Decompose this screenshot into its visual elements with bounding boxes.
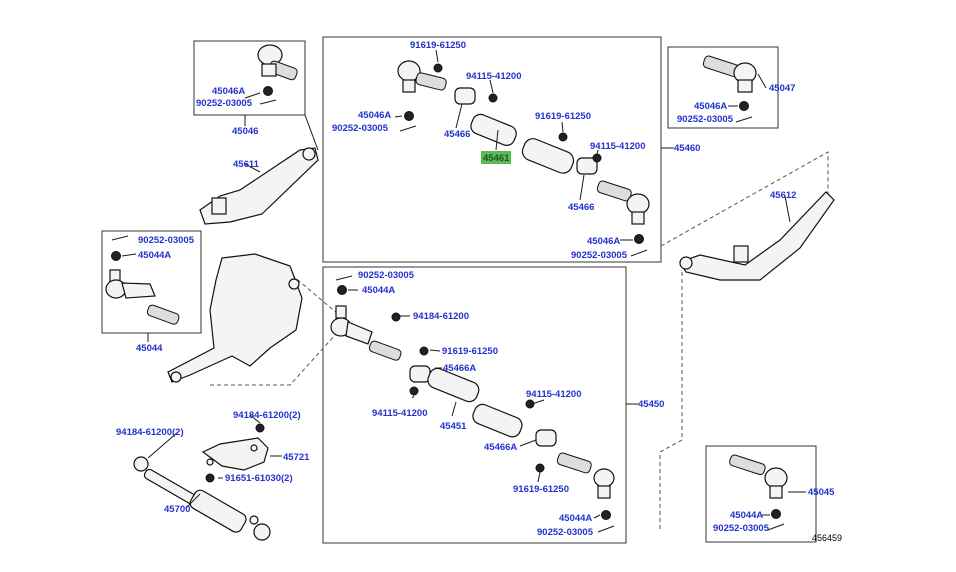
dash-line-gearbox-2 xyxy=(210,333,337,386)
label-91619-61250[interactable]: 91619-61250 xyxy=(513,484,569,495)
label-45466A[interactable]: 45466A xyxy=(443,363,476,374)
steering-gear-box xyxy=(167,253,303,383)
label-45046A[interactable]: 45046A xyxy=(358,110,391,121)
label-45045[interactable]: 45045 xyxy=(808,487,835,498)
tie-rod-end-45045 xyxy=(729,454,788,531)
diagram-id: 456459 xyxy=(812,533,842,543)
label-45044A[interactable]: 45044A xyxy=(559,513,592,524)
label-94115-41200[interactable]: 94115-41200 xyxy=(590,141,645,152)
label-91619-61250[interactable]: 91619-61250 xyxy=(410,40,466,51)
label-45046A[interactable]: 45046A xyxy=(587,236,620,247)
label-90252-03005[interactable]: 90252-03005 xyxy=(571,250,628,261)
label-94184-61200-2[interactable]: 94184-61200(2) xyxy=(233,410,301,421)
label-45461[interactable]: 45461 xyxy=(483,153,510,164)
label-45044[interactable]: 45044 xyxy=(136,343,163,354)
label-94115-41200[interactable]: 94115-41200 xyxy=(526,389,581,400)
label-45046[interactable]: 45046 xyxy=(232,126,258,137)
label-91651-61030-2[interactable]: 91651-61030(2) xyxy=(225,473,293,484)
dash-line-gearbox xyxy=(291,274,339,315)
label-45044A[interactable]: 45044A xyxy=(730,510,763,521)
label-45700[interactable]: 45700 xyxy=(164,504,190,515)
label-94184-61200-2[interactable]: 94184-61200(2) xyxy=(116,427,184,438)
dash-line-45612 xyxy=(660,151,829,247)
label-90252-03005[interactable]: 90252-03005 xyxy=(677,114,734,125)
tie-rod-end-45046 xyxy=(257,44,298,105)
label-94115-41200[interactable]: 94115-41200 xyxy=(372,408,427,419)
box-45044 xyxy=(101,230,202,334)
label-45612[interactable]: 45612 xyxy=(770,190,796,201)
label-45046A[interactable]: 45046A xyxy=(694,101,727,112)
highlight-45461 xyxy=(481,151,511,164)
label-45047[interactable]: 45047 xyxy=(769,83,795,94)
box-45047 xyxy=(667,46,779,129)
box-45450 xyxy=(322,266,627,544)
label-45466[interactable]: 45466 xyxy=(568,202,594,213)
label-45611[interactable]: 45611 xyxy=(233,159,260,170)
tie-rod-assembly-45450 xyxy=(330,275,615,533)
part-labels: 91619-61250 94115-41200 45046A 90252-030… xyxy=(116,40,835,538)
label-45466A[interactable]: 45466A xyxy=(484,442,517,453)
dash-line-45612-lower xyxy=(659,272,683,532)
label-90252-03005[interactable]: 90252-03005 xyxy=(196,98,253,109)
label-90252-03005[interactable]: 90252-03005 xyxy=(138,235,195,246)
steering-damper-45700 xyxy=(133,456,271,541)
knuckle-arm-45612 xyxy=(679,191,835,281)
label-45450[interactable]: 45450 xyxy=(638,399,664,410)
label-90252-03005[interactable]: 90252-03005 xyxy=(713,523,770,534)
label-94184-61200[interactable]: 94184-61200 xyxy=(413,311,469,322)
label-45460[interactable]: 45460 xyxy=(674,143,700,154)
label-45044A[interactable]: 45044A xyxy=(138,250,171,261)
label-90252-03005[interactable]: 90252-03005 xyxy=(537,527,594,538)
label-90252-03005[interactable]: 90252-03005 xyxy=(332,123,389,134)
box-45046 xyxy=(193,40,306,116)
label-45451[interactable]: 45451 xyxy=(440,421,467,432)
knuckle-arm-45611 xyxy=(199,147,319,225)
label-90252-03005[interactable]: 90252-03005 xyxy=(358,270,415,281)
tie-rod-end-45044 xyxy=(105,235,180,325)
label-45044A[interactable]: 45044A xyxy=(362,285,395,296)
label-91619-61250[interactable]: 91619-61250 xyxy=(535,111,591,122)
tie-rod-assembly-45460 xyxy=(397,60,650,257)
box-45460 xyxy=(322,36,662,263)
label-45466[interactable]: 45466 xyxy=(444,129,470,140)
label-45721[interactable]: 45721 xyxy=(283,452,310,463)
label-94115-41200[interactable]: 94115-41200 xyxy=(466,71,521,82)
box-45045 xyxy=(705,445,817,543)
leader-lines xyxy=(121,49,806,519)
damper-bracket-45721 xyxy=(201,423,269,483)
label-91619-61250[interactable]: 91619-61250 xyxy=(442,346,498,357)
label-45046A[interactable]: 45046A xyxy=(212,86,245,97)
tie-rod-end-45047 xyxy=(702,55,757,123)
